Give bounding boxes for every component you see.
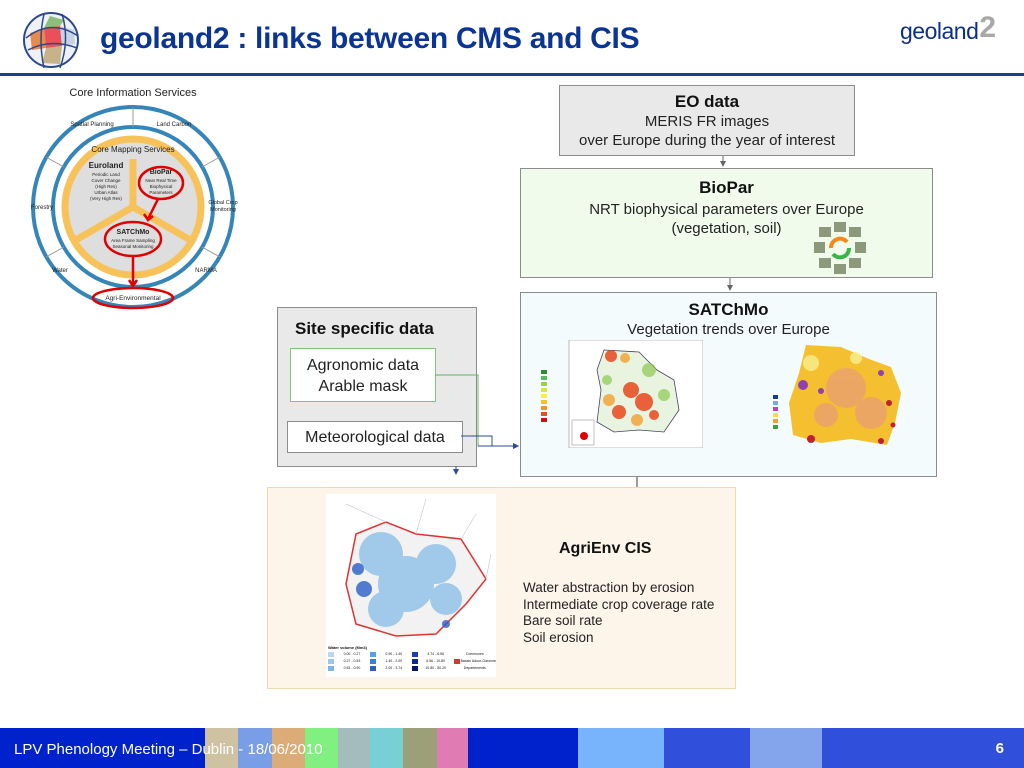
footer-text: LPV Phenology Meeting – Dublin - 18/06/2…: [14, 741, 323, 758]
biopar-wheel-title: BioPar: [150, 169, 173, 176]
agrienv-indicator-list: Water abstraction by erosion Intermediat…: [523, 580, 714, 646]
svg-text:Cover Change: Cover Change: [91, 178, 121, 183]
svg-text:(High Res): (High Res): [95, 184, 117, 189]
page-number: 6: [995, 740, 1004, 757]
map-legend-title: Water volume (Mm3): [328, 645, 367, 650]
svg-text:Urban Atlas: Urban Atlas: [94, 190, 118, 195]
svg-text:Near Real Time: Near Real Time: [145, 178, 177, 183]
svg-text:(Very High Res): (Very High Res): [90, 196, 122, 201]
agrienv-cis-box: Water volume (Mm3) 0.00 - 0.27 0.90 - 1.…: [267, 487, 736, 689]
svg-text:Area Frame Sampling: Area Frame Sampling: [111, 238, 155, 243]
vegetation-trend-map-right: [773, 345, 901, 445]
cis-segment-agri-environmental: Agri-Environmental: [105, 295, 161, 302]
map-legend: 0.00 - 0.27 0.90 - 1.40 3.74 - 6.56 Comm…: [328, 652, 496, 671]
biopar-cycle-icon: [814, 222, 866, 274]
satchmo-box: SATChMo Vegetation trends over Europe: [520, 292, 937, 477]
list-item: Intermediate crop coverage rate: [523, 596, 715, 612]
list-item: Bare soil rate: [523, 613, 603, 628]
core-mapping-services-label: Core Mapping Services: [91, 145, 174, 154]
core-information-services-label: Core Information Services: [69, 87, 197, 99]
logo-text: geoland: [900, 18, 979, 44]
svg-text:Parameters: Parameters: [149, 190, 173, 195]
list-item: Water abstraction by erosion: [523, 580, 695, 595]
satchmo-wheel-title: SATChMo: [117, 229, 150, 236]
svg-text:Periodic Land: Periodic Land: [92, 172, 120, 177]
agronomic-data-box: Agronomic data Arable mask: [290, 348, 436, 402]
footer-bar: LPV Phenology Meeting – Dublin - 18/06/2…: [0, 728, 1024, 768]
svg-text:Biophysical: Biophysical: [150, 184, 173, 189]
cis-segment-forestry: Forestry: [31, 205, 53, 211]
eo-data-box: EO data MERIS FR images over Europe duri…: [559, 85, 855, 156]
cis-segment-land-carbon: Land Carbon: [157, 122, 192, 128]
geoland-globe-logo: [23, 12, 79, 69]
svg-text:Seasonal Monitoring: Seasonal Monitoring: [112, 244, 154, 249]
vegetation-trend-map-left: [541, 340, 703, 448]
cis-segment-narma: NARMA: [195, 268, 217, 274]
cis-segment-spatial-planning: Spatial Planning: [70, 122, 113, 128]
logo-number: 2: [979, 11, 997, 44]
meteorological-data-box: Meteorological data: [287, 421, 463, 453]
highlight-circles: [91, 165, 185, 310]
geoland2-logo: geoland 2: [900, 11, 997, 45]
water-volume-map: Water volume (Mm3) 0.00 - 0.27 0.90 - 1.…: [326, 494, 496, 677]
cms-cis-wheel-diagram: Core Information Services Spatial Planni…: [31, 87, 238, 310]
site-specific-data-box: Site specific data Agronomic data Arable…: [277, 307, 477, 467]
euroland-title: Euroland: [89, 161, 124, 170]
biopar-box: BioPar NRT biophysical parameters over E…: [520, 168, 933, 278]
page-title: geoland2 : links between CMS and CIS: [100, 22, 640, 55]
cis-segment-water: Water: [52, 268, 68, 274]
list-item: Soil erosion: [523, 629, 594, 645]
header-divider: [0, 73, 1024, 76]
